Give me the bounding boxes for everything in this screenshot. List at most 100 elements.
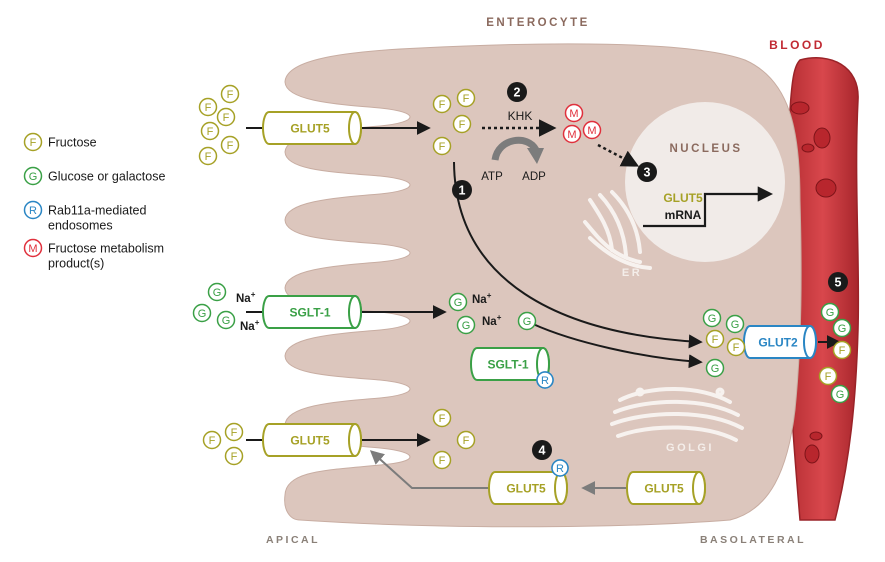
svg-text:F: F [207, 126, 214, 138]
svg-text:GLUT5: GLUT5 [506, 482, 546, 496]
step-marker-5: 5 [828, 272, 848, 292]
legend-text: product(s) [48, 257, 104, 271]
glucose-molecule: G [192, 303, 212, 323]
svg-text:F: F [839, 345, 846, 357]
fructose-molecule: F [456, 88, 476, 108]
glucose-molecule: G [725, 314, 745, 334]
fructose-molecule: F [432, 450, 452, 470]
svg-text:2: 2 [514, 86, 521, 100]
glucose-molecule: G [820, 302, 840, 322]
svg-text:G: G [711, 363, 720, 375]
svg-text:F: F [231, 451, 238, 463]
sodium-ion-label: Na+ [240, 318, 260, 333]
fructose-molecule: F [432, 94, 452, 114]
basolateral-label: BASOLATERAL [700, 534, 806, 546]
svg-text:F: F [227, 140, 234, 152]
glucose-molecule: G [456, 315, 476, 335]
svg-text:F: F [459, 119, 466, 131]
svg-text:M: M [567, 129, 576, 141]
fructose-molecule: F [432, 136, 452, 156]
nucleus-label: NUCLEUS [669, 143, 742, 155]
golgi-label: GOLGI [666, 442, 714, 454]
fructose-molecule: F [198, 146, 218, 166]
fructose-molecule: F [726, 337, 746, 357]
step-marker-3: 3 [637, 162, 657, 182]
fructose-molecule: F [456, 430, 476, 450]
svg-text:F: F [205, 102, 212, 114]
svg-text:G: G [523, 316, 532, 328]
svg-text:SGLT-1: SGLT-1 [487, 358, 528, 372]
legend-text: Rab11a-mediated [48, 204, 146, 218]
svg-text:F: F [825, 371, 832, 383]
enterocyte-label: ENTEROCYTE [486, 17, 590, 29]
svg-text:F: F [439, 413, 446, 425]
fructose-molecule: F [220, 84, 240, 104]
rab11a-endosome-molecule: R [536, 371, 554, 389]
nucleus [625, 102, 785, 262]
svg-text:F: F [227, 89, 234, 101]
svg-text:G: G [731, 319, 740, 331]
svg-text:GLUT2: GLUT2 [758, 336, 798, 350]
blood-label: BLOOD [769, 38, 825, 52]
glucose-molecule: G [448, 292, 468, 312]
sglt1-transporter: SGLT-1 [262, 295, 362, 329]
svg-text:M: M [569, 108, 578, 120]
sodium-ion-label: Na+ [472, 291, 492, 306]
er-label: ER [622, 267, 642, 279]
metabolite-molecule: M [564, 103, 584, 123]
glucose-molecule: G [705, 358, 725, 378]
legend-text: Glucose or galactose [48, 170, 165, 184]
recycling-arrows [369, 450, 632, 495]
golgi-organelle [610, 387, 744, 442]
glucose-molecule: G [517, 311, 537, 331]
legend-text: Fructose [48, 136, 97, 150]
svg-text:F: F [439, 141, 446, 153]
glucose-molecule: G [216, 310, 236, 330]
svg-text:M: M [587, 125, 596, 137]
fructose-molecule: F [216, 107, 236, 127]
svg-text:G: G [838, 323, 847, 335]
fructose-molecule: F [818, 366, 838, 386]
svg-text:F: F [223, 112, 230, 124]
molecules-layer: FFFFFFFFFFMMMGGGGGGGGFFGGGFFGFFFFFFRRNa+… [192, 84, 852, 477]
atp-label: ATP [481, 171, 503, 183]
svg-text:5: 5 [835, 276, 842, 290]
khk-label: KHK [508, 109, 533, 123]
fructose-molecule: F [832, 340, 852, 360]
atp-adp-arrowhead [527, 148, 544, 164]
fructose-molecule: F [432, 408, 452, 428]
fructose-molecule: F [198, 97, 218, 117]
legend-symbol: R [29, 205, 37, 217]
svg-text:G: G [708, 313, 717, 325]
step-marker-4: 4 [532, 440, 552, 460]
svg-text:F: F [463, 93, 470, 105]
svg-text:G: G [198, 308, 207, 320]
legend-item: G Glucose or galactose [23, 166, 165, 186]
transcription-arrow [643, 186, 774, 228]
fructose-molecule: F [220, 135, 240, 155]
glut5-transporter: GLUT5 [262, 423, 362, 457]
glucose-molecule: G [830, 384, 850, 404]
svg-text:R: R [556, 463, 564, 475]
svg-text:F: F [463, 435, 470, 447]
svg-text:G: G [454, 297, 463, 309]
legend-text: endosomes [48, 219, 113, 233]
legend-symbol: G [29, 171, 38, 183]
svg-text:F: F [733, 342, 740, 354]
fructose-molecule: F [202, 430, 222, 450]
svg-text:G: G [213, 287, 222, 299]
glut2-transporter: GLUT2 [743, 325, 817, 359]
svg-text:F: F [712, 334, 719, 346]
apical-label: APICAL [266, 534, 320, 546]
glut5-mrna-label-line1: GLUT5 [663, 191, 703, 205]
svg-text:3: 3 [644, 166, 651, 180]
svg-text:1: 1 [459, 184, 466, 198]
rab11a-endosome-molecule: R [551, 459, 569, 477]
glut5-transporter: GLUT5 [262, 111, 362, 145]
sodium-ion-label: Na+ [482, 313, 502, 328]
